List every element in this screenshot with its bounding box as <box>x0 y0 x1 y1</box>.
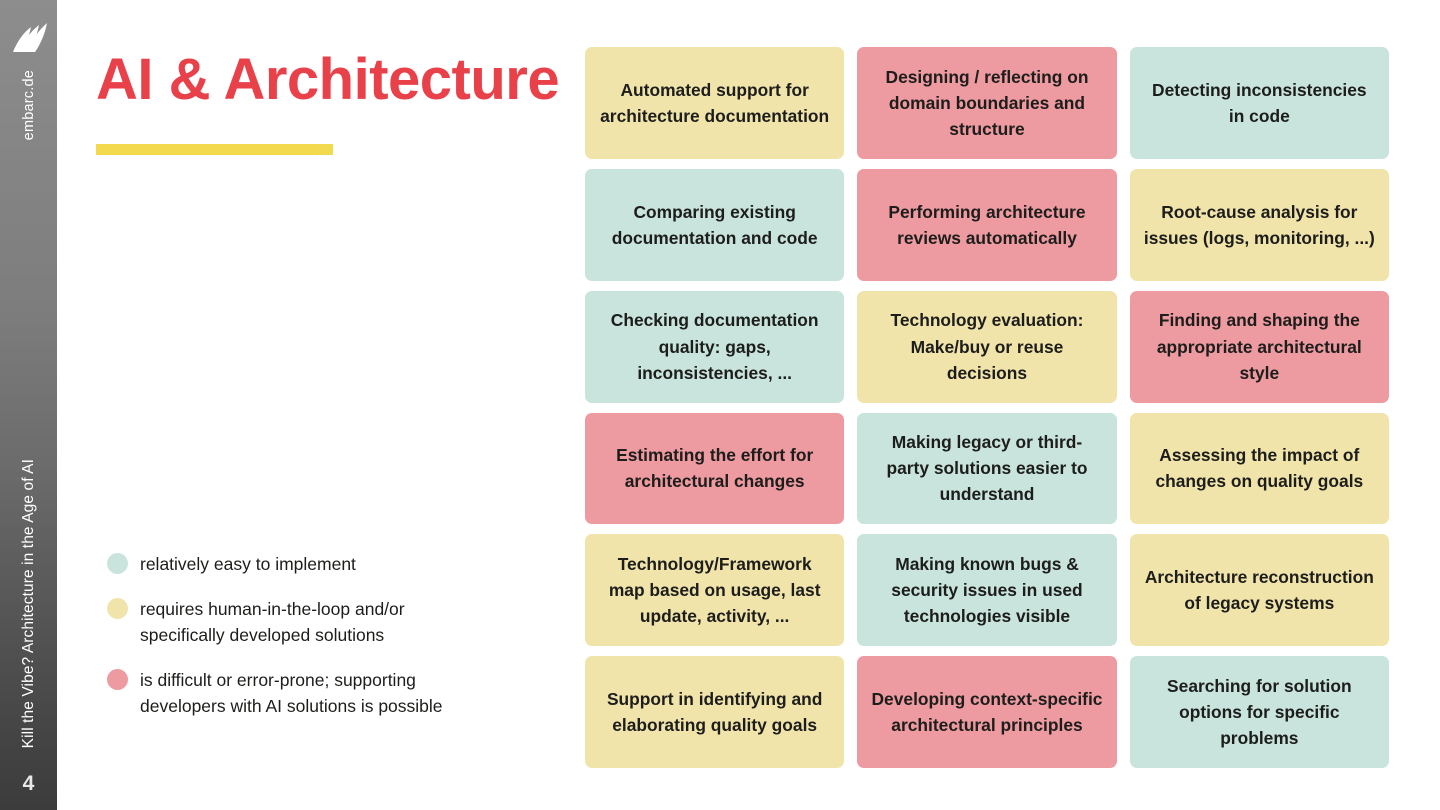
legend-item-easy: relatively easy to implement <box>107 551 527 578</box>
sidebar-website-url: embarc.de <box>0 70 57 200</box>
capability-card: Root-cause analysis for issues (logs, mo… <box>1129 168 1389 281</box>
legend-item-human-in-loop: requires human-in-the-loop and/or specif… <box>107 596 527 649</box>
capability-card: Finding and shaping the appropriate arch… <box>1129 290 1389 403</box>
capability-card: Technology/Framework map based on usage,… <box>585 534 845 647</box>
capability-card: Designing / reflecting on domain boundar… <box>857 47 1117 159</box>
legend: relatively easy to implement requires hu… <box>107 551 527 738</box>
legend-dot-difficult-icon <box>107 668 128 690</box>
sidebar-deck-subtitle-text: Kill the Vibe? Architecture in the Age o… <box>19 458 37 748</box>
slide-page-number: 4 <box>22 772 35 795</box>
capability-card: Technology evaluation: Make/buy or reuse… <box>857 290 1117 403</box>
capability-card: Making known bugs & security issues in u… <box>857 534 1117 647</box>
capability-card: Comparing existing documentation and cod… <box>585 168 845 281</box>
capability-card-grid: Automated support for architecture docum… <box>585 47 1389 768</box>
legend-dot-easy-icon <box>107 553 128 574</box>
capability-card: Detecting inconsistencies in code <box>1129 47 1389 159</box>
capability-card: Performing architecture reviews automati… <box>857 168 1117 281</box>
legend-dot-human-in-loop-icon <box>107 597 128 619</box>
capability-card: Developing context-specific architectura… <box>857 656 1117 768</box>
capability-card: Searching for solution options for speci… <box>1129 656 1389 768</box>
capability-card: Support in identifying and elaborating q… <box>585 656 845 768</box>
capability-card: Automated support for architecture docum… <box>585 47 845 159</box>
legend-label-easy: relatively easy to implement <box>140 554 356 574</box>
sidebar-website-url-text: embarc.de <box>20 70 37 141</box>
capability-card: Checking documentation quality: gaps, in… <box>585 290 845 403</box>
legend-label-difficult: is difficult or error-prone; supporting … <box>140 669 443 717</box>
capability-card: Making legacy or third-party solutions e… <box>857 412 1117 525</box>
page-title: AI & Architecture <box>96 47 560 112</box>
capability-card: Assessing the impact of changes on quali… <box>1129 412 1389 525</box>
embarc-sail-logo-icon <box>9 16 51 58</box>
capability-card: Estimating the effort for architectural … <box>585 412 845 525</box>
legend-label-human-in-loop: requires human-in-the-loop and/or specif… <box>140 598 405 646</box>
title-underline-rule <box>96 144 333 155</box>
capability-card: Architecture reconstruction of legacy sy… <box>1129 534 1389 647</box>
sidebar-deck-subtitle: Kill the Vibe? Architecture in the Age o… <box>0 459 57 748</box>
legend-item-difficult: is difficult or error-prone; supporting … <box>107 667 527 720</box>
left-sidebar: embarc.de Kill the Vibe? Architecture in… <box>0 0 57 810</box>
